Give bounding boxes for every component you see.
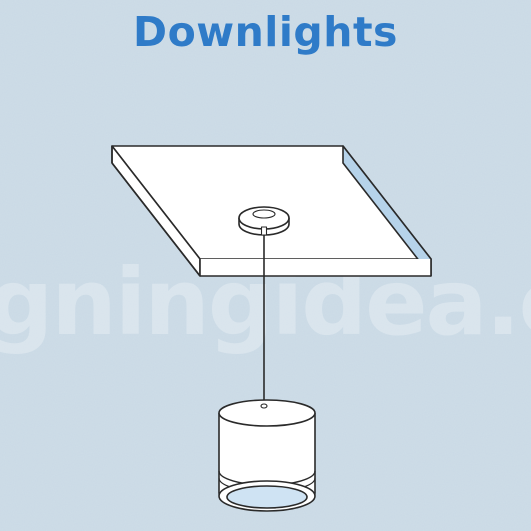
ceiling-canopy bbox=[238, 206, 290, 236]
ceiling-panel-bottom-edge bbox=[200, 259, 431, 276]
pendant-lens bbox=[218, 480, 316, 512]
ceiling-panel bbox=[111, 145, 432, 277]
page-title: Downlights bbox=[133, 8, 398, 56]
